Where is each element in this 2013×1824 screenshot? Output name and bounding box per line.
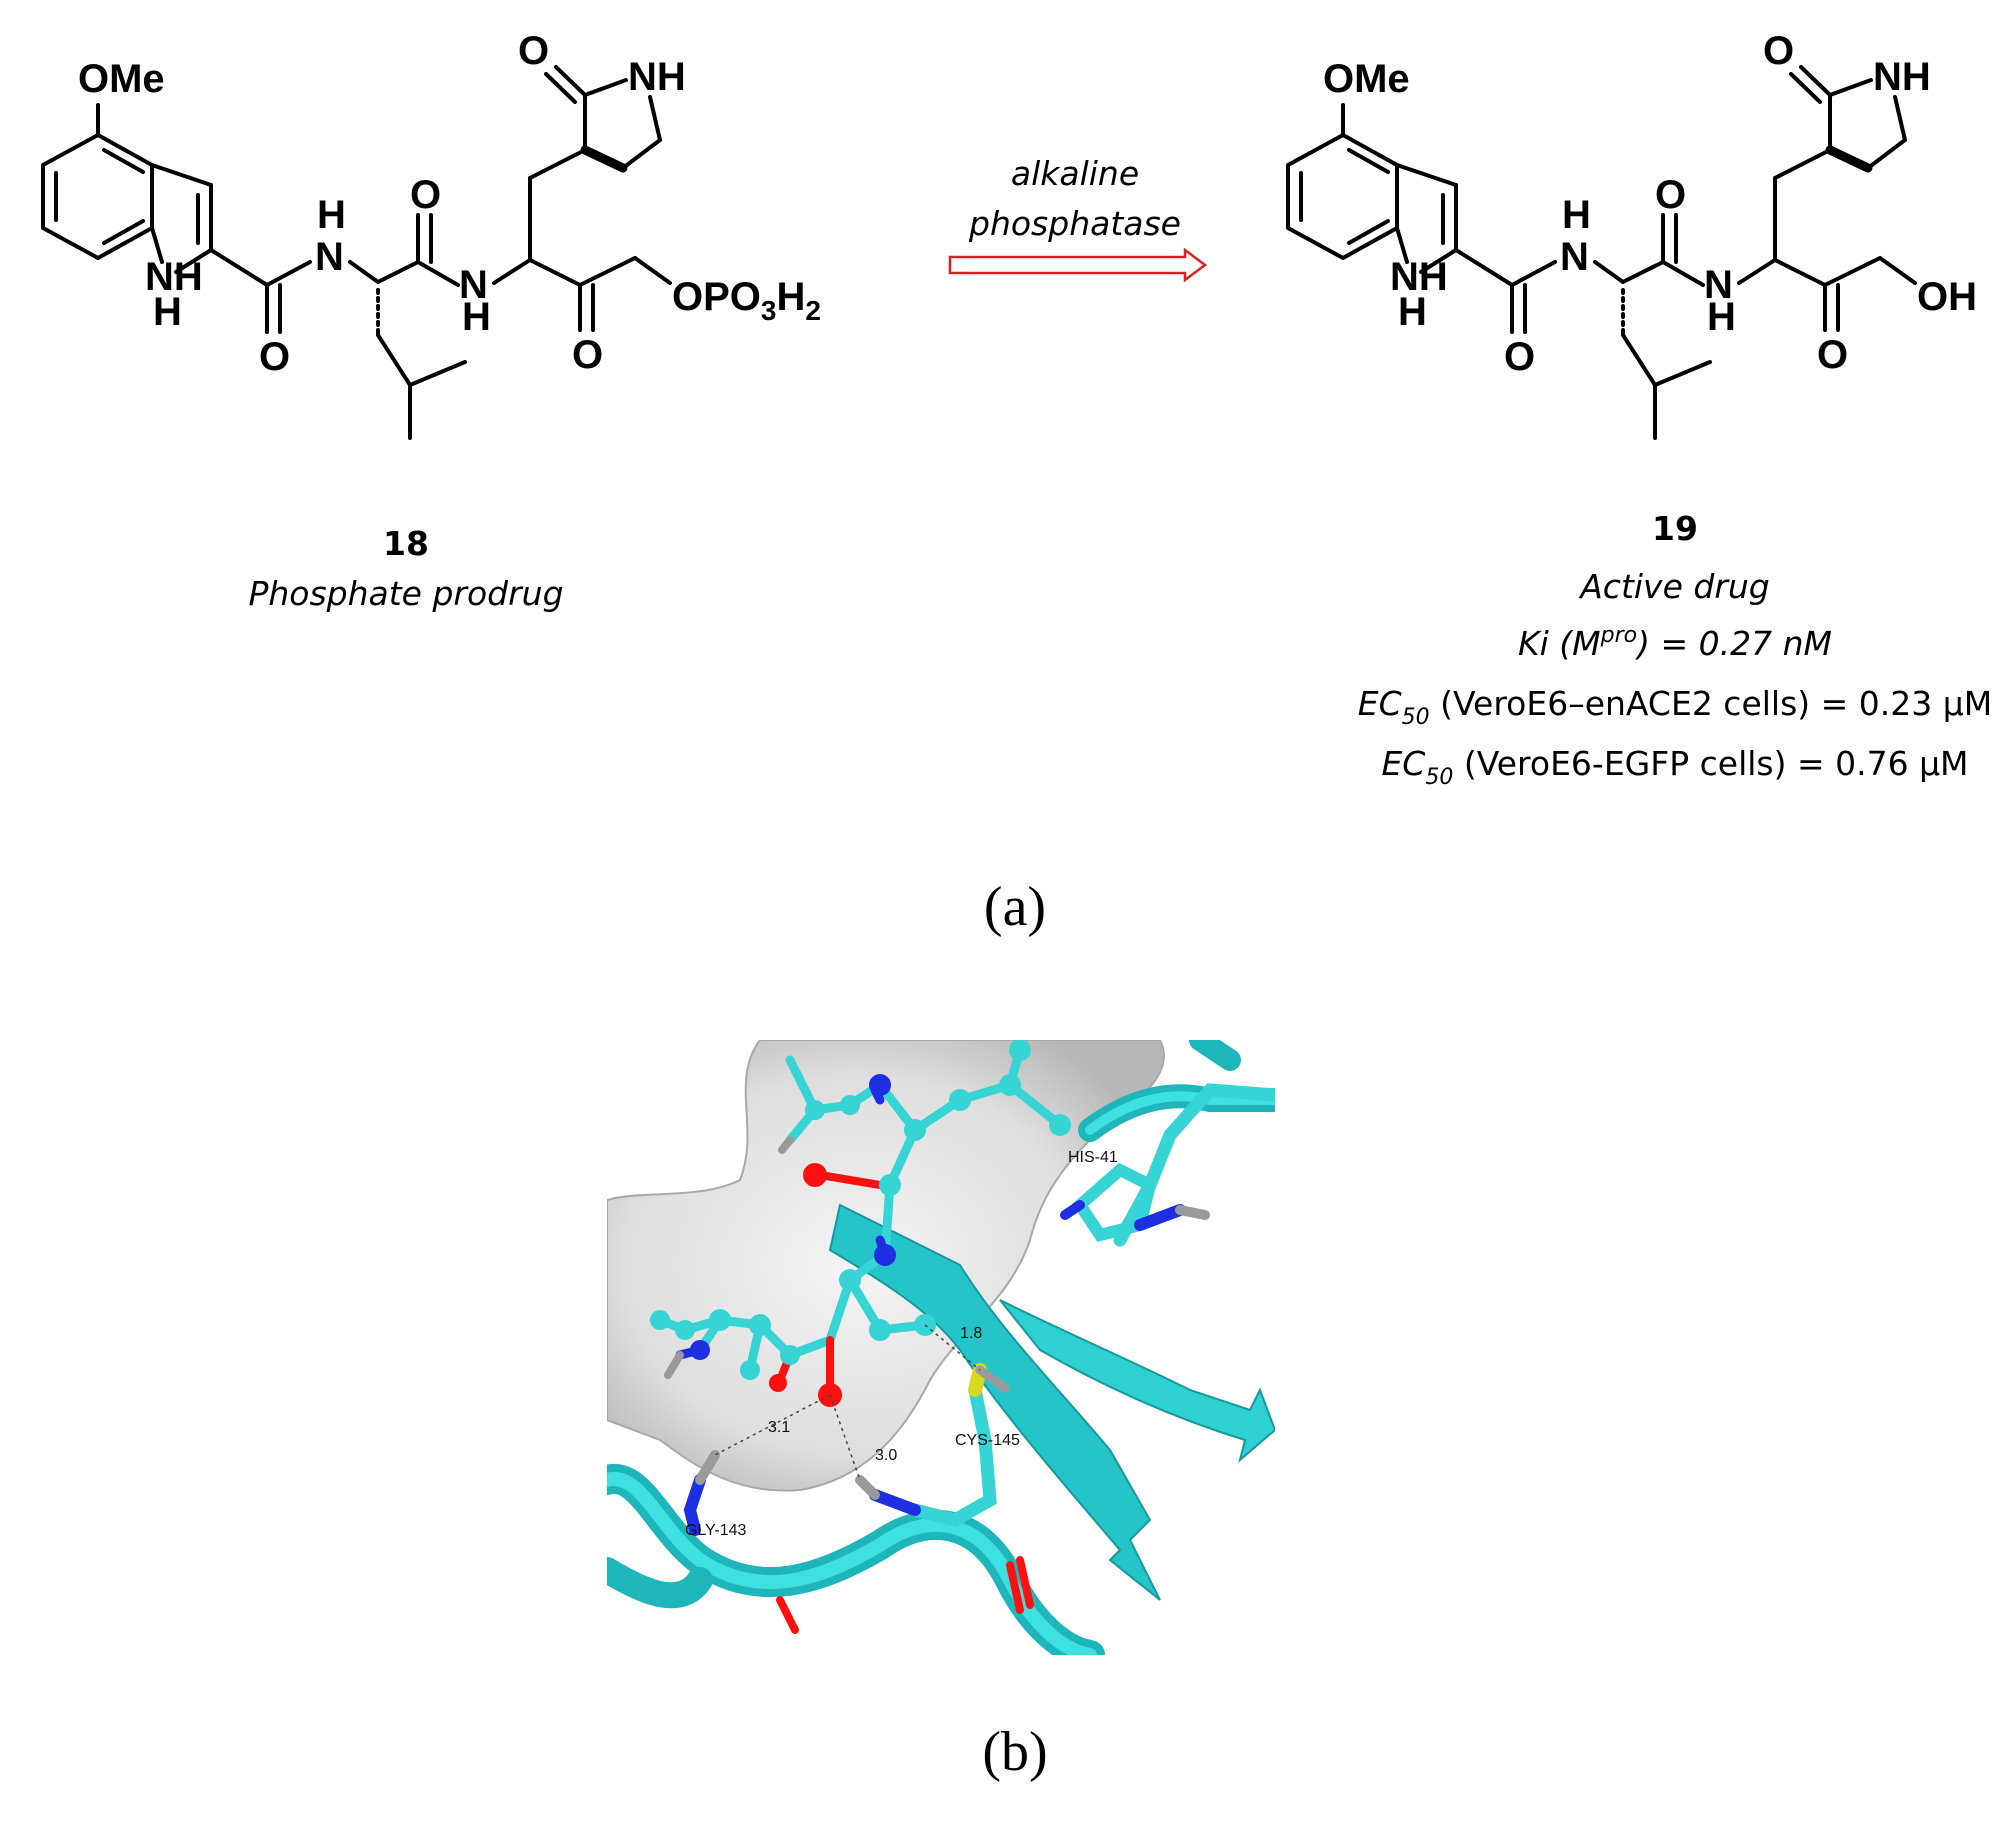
atom-amide2-o: O xyxy=(1655,173,1686,217)
label-gly143: GLY-143 xyxy=(685,1522,746,1539)
label-dist-3: 3.0 xyxy=(875,1447,897,1464)
atom-lactam-o: O xyxy=(518,29,549,73)
compound-19-description: Active drug xyxy=(1578,567,1770,606)
ki-value: Ki (Mpro) = 0.27 nM xyxy=(1518,623,1832,663)
atom-phosphate: OPO3H2 xyxy=(672,275,821,326)
atom-ome: OMe xyxy=(78,57,165,101)
atom-lactam-o: O xyxy=(1763,29,1794,73)
atom-indole-h: H xyxy=(1398,290,1427,334)
atom-ome: OMe xyxy=(1323,57,1410,101)
compound-18-description: Phosphate prodrug xyxy=(248,574,563,613)
ec50-egfp: EC50 (VeroE6-EGFP cells) = 0.76 µM xyxy=(1381,744,1968,790)
ligand xyxy=(650,1040,1071,1407)
atom-amide2-h: H xyxy=(462,295,491,339)
ec50-enace2: EC50 (VeroE6–enACE2 cells) = 0.23 µM xyxy=(1358,684,1992,730)
label-dist-1: 1.8 xyxy=(960,1325,982,1342)
panel-label-a: (a) xyxy=(984,876,1046,938)
atom-ketone-o: O xyxy=(572,333,603,377)
panel-label-b: (b) xyxy=(982,1721,1047,1783)
atom-amide1-o: O xyxy=(1504,335,1535,379)
structure-18 xyxy=(41,65,672,440)
atoms-19: OMe NH H H N O O N H O NH O OH xyxy=(1323,29,1977,379)
atom-amide2-n: N xyxy=(1704,263,1733,307)
structure-19 xyxy=(1286,65,1917,440)
atoms-18: OMe NH H H N O O N H O NH O OPO3H2 xyxy=(78,29,821,379)
residue-cys145-gly143 xyxy=(683,1363,1034,1634)
label-cys145: CYS-145 xyxy=(955,1432,1020,1449)
beta-strand-2 xyxy=(999,1299,1275,1463)
atom-amide1-o: O xyxy=(259,335,290,379)
atom-lactam-nh: NH xyxy=(628,55,686,99)
atom-lactam-nh: NH xyxy=(1873,55,1931,99)
compound-19-caption: 19 Active drug Ki (Mpro) = 0.27 nM EC50 … xyxy=(1358,509,1992,790)
compound-18-number: 18 xyxy=(383,524,429,563)
beta-strand-1 xyxy=(828,1203,1161,1601)
atom-amide1-h: H xyxy=(317,193,346,237)
atom-hydroxyl: OH xyxy=(1917,275,1977,319)
atom-indole-h: H xyxy=(153,290,182,334)
label-dist-2: 3.1 xyxy=(768,1419,790,1436)
atom-amide2-n: N xyxy=(459,263,488,307)
atom-indole-nh: NH xyxy=(145,255,203,299)
atom-indole-nh: NH xyxy=(1390,255,1448,299)
atom-amide2-h: H xyxy=(1707,295,1736,339)
atom-amide2-o: O xyxy=(410,173,441,217)
atom-amide1-h: H xyxy=(1562,193,1591,237)
label-his41: HIS-41 xyxy=(1068,1149,1118,1166)
hbonds xyxy=(714,1324,981,1481)
atom-ketone-o: O xyxy=(1817,333,1848,377)
reagent-line-1: alkaline xyxy=(1011,154,1139,193)
docking-image: HIS-41 CYS-145 GLY-143 1.8 3.1 3.0 xyxy=(607,1040,1275,1655)
residue-his41 xyxy=(1060,1083,1275,1247)
atom-amide1-n: N xyxy=(315,235,344,279)
atom-amide1-n: N xyxy=(1560,235,1589,279)
reagent-line-2: phosphatase xyxy=(968,204,1181,243)
compound-19-number: 19 xyxy=(1652,509,1698,548)
reaction-arrow xyxy=(948,247,1208,283)
